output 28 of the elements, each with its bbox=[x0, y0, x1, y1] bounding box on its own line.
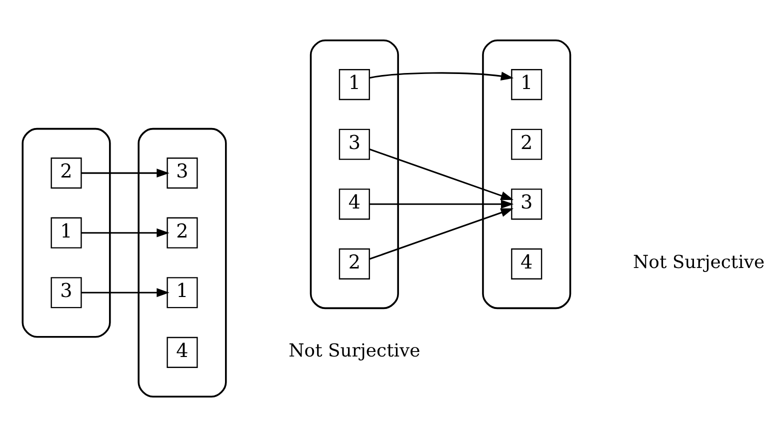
node-box: 3 bbox=[50, 277, 82, 308]
node-box: 2 bbox=[166, 217, 198, 248]
node-box: 3 bbox=[338, 128, 370, 160]
node-box: 1 bbox=[166, 277, 198, 308]
arrow bbox=[81, 228, 170, 238]
node-box: 3 bbox=[511, 188, 542, 220]
cluster bbox=[310, 39, 399, 310]
label: Not Surjective bbox=[632, 252, 765, 274]
node-box: 3 bbox=[166, 158, 198, 189]
node-box: 1 bbox=[511, 69, 542, 100]
cluster bbox=[22, 128, 111, 338]
node-box: 1 bbox=[50, 217, 82, 248]
cluster bbox=[138, 128, 227, 398]
arrow bbox=[369, 72, 514, 80]
cluster bbox=[482, 39, 572, 310]
arrow bbox=[81, 168, 170, 178]
node-box: 1 bbox=[338, 69, 370, 100]
arrow bbox=[369, 148, 514, 200]
node-box: 4 bbox=[511, 248, 542, 280]
arrow bbox=[81, 288, 170, 298]
arrow bbox=[369, 208, 514, 260]
node-box: 2 bbox=[338, 248, 370, 280]
arrow bbox=[370, 200, 514, 209]
node-box: 2 bbox=[511, 128, 542, 160]
node-box: 4 bbox=[166, 336, 198, 368]
node-box: 4 bbox=[338, 188, 370, 220]
node-box: 2 bbox=[50, 158, 82, 189]
label: Not Surjective bbox=[288, 340, 420, 362]
